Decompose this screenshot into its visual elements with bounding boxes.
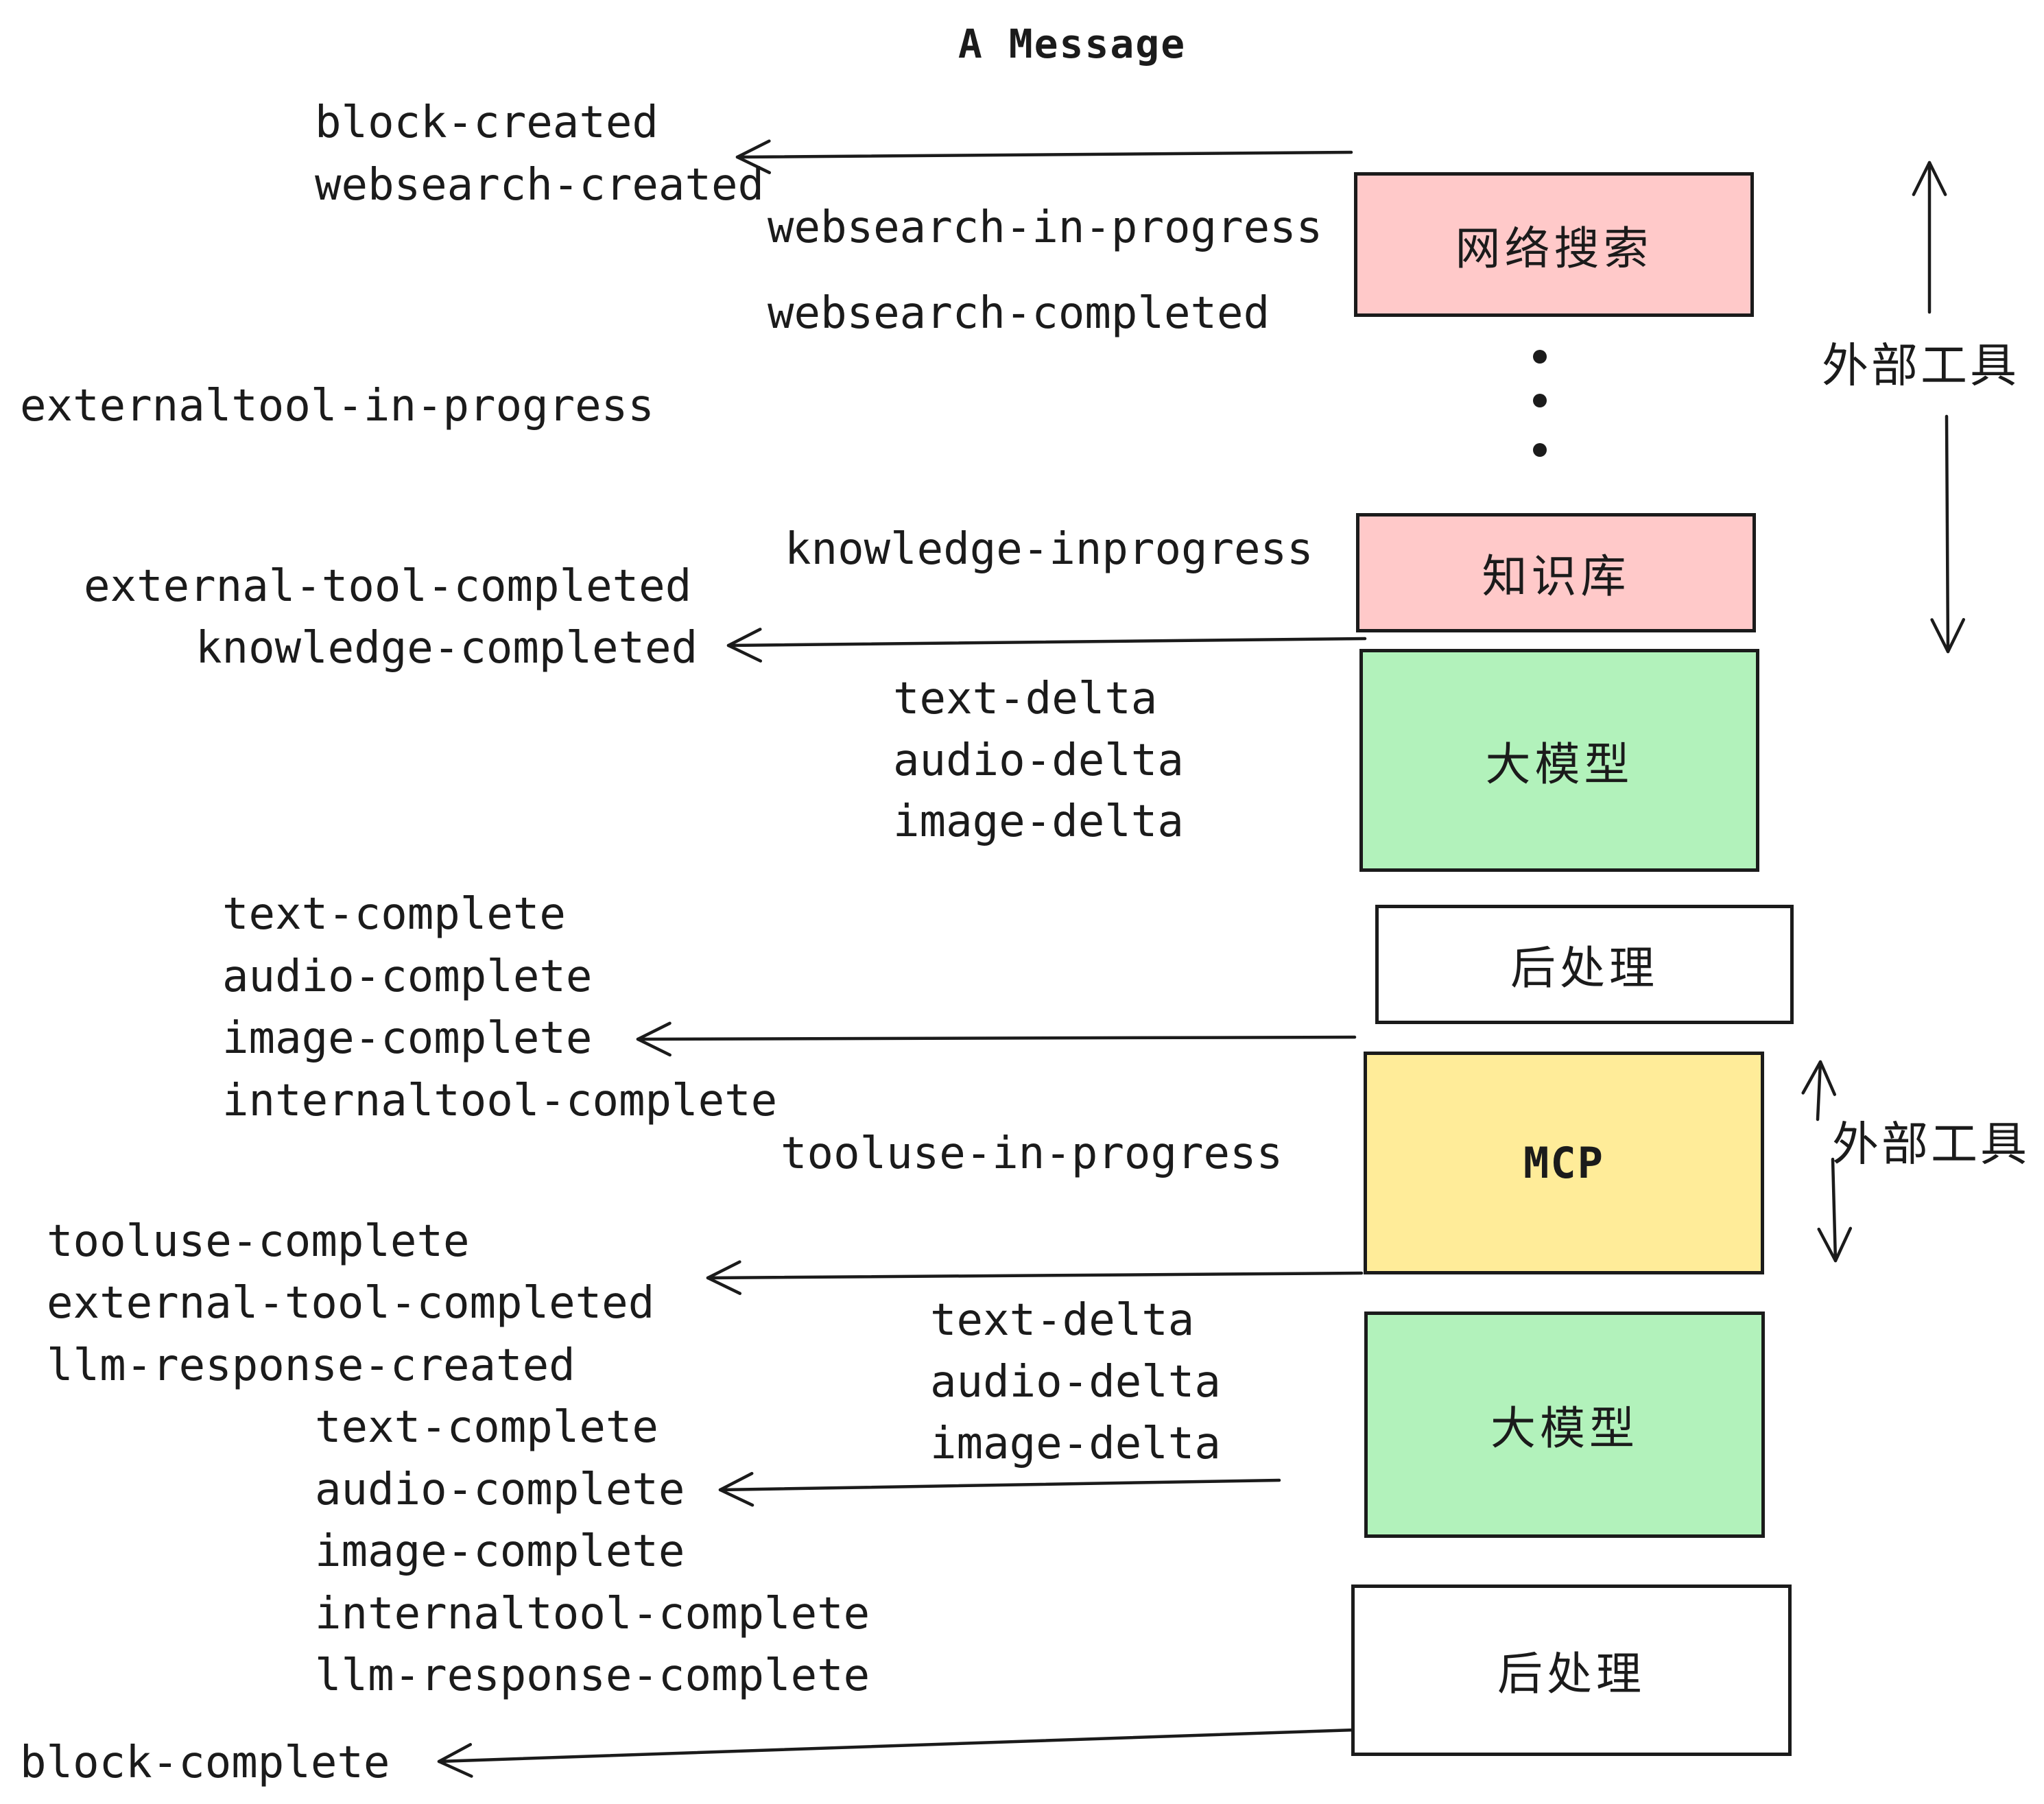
ellipsis-dot-1 bbox=[1533, 350, 1547, 364]
event-llm-response-created: llm-response-created bbox=[47, 1340, 575, 1391]
event-knowledge-completed: knowledge-completed bbox=[195, 623, 698, 674]
node-llm-1: 大模型 bbox=[1359, 649, 1759, 872]
ellipsis-dot-3 bbox=[1533, 443, 1547, 457]
arrow-external-tools-2-up bbox=[1816, 1060, 1822, 1121]
event-text-complete-1: text-complete bbox=[222, 889, 566, 940]
event-image-complete-1: image-complete bbox=[222, 1013, 593, 1064]
event-websearch-completed: websearch-completed bbox=[768, 288, 1270, 339]
event-audio-complete-1: audio-complete bbox=[222, 951, 593, 1002]
event-internaltool-complete-2: internaltool-complete bbox=[315, 1589, 870, 1639]
event-websearch-created: websearch-created bbox=[315, 160, 765, 211]
event-external-tool-completed-2: external-tool-completed bbox=[47, 1278, 655, 1329]
event-internaltool-complete-1: internaltool-complete bbox=[222, 1076, 778, 1126]
arrow-to-image-complete bbox=[636, 1035, 1357, 1041]
event-knowledge-inprogress: knowledge-inprogress bbox=[785, 524, 1314, 575]
event-block-complete: block-complete bbox=[20, 1737, 390, 1788]
arrow-to-block-created bbox=[735, 150, 1353, 159]
node-label-websearch: 网络搜索 bbox=[1455, 222, 1653, 274]
side-label-external-tools-1: 外部工具 bbox=[1821, 340, 2020, 392]
node-mcp: MCP bbox=[1364, 1052, 1764, 1274]
page-title: A Message bbox=[958, 21, 1187, 67]
event-text-delta-2: text-delta bbox=[930, 1295, 1195, 1346]
node-label-llm-2: 大模型 bbox=[1490, 1403, 1639, 1453]
arrow-external-tools-2-down-head bbox=[1817, 1226, 1853, 1263]
event-image-delta-1: image-delta bbox=[893, 796, 1184, 847]
arrow-to-image-complete-head bbox=[636, 1021, 672, 1057]
arrow-to-tooluse-complete-head bbox=[706, 1260, 742, 1295]
event-audio-delta-1: audio-delta bbox=[893, 735, 1184, 786]
ellipsis-dot-2 bbox=[1533, 394, 1547, 407]
arrow-external-tools-2-up-head bbox=[1801, 1060, 1837, 1096]
node-label-llm-1: 大模型 bbox=[1485, 738, 1634, 790]
event-audio-delta-2: audio-delta bbox=[930, 1357, 1221, 1408]
arrow-to-audio-complete bbox=[718, 1478, 1281, 1492]
arrow-to-knowledge-completed bbox=[726, 637, 1367, 648]
arrow-external-tools-1-down bbox=[1945, 414, 1950, 654]
event-tooluse-complete: tooluse-complete bbox=[47, 1216, 470, 1267]
arrow-to-block-complete-head bbox=[437, 1743, 473, 1778]
arrow-to-block-complete bbox=[437, 1728, 1357, 1764]
arrow-to-audio-complete-head bbox=[718, 1471, 754, 1507]
node-llm-2: 大模型 bbox=[1364, 1312, 1765, 1538]
event-llm-response-complete: llm-response-complete bbox=[315, 1650, 870, 1701]
arrow-external-tools-2-down bbox=[1831, 1157, 1838, 1263]
arrow-to-tooluse-complete bbox=[706, 1271, 1364, 1280]
event-externaltool-in-progress: externaltool-in-progress bbox=[20, 381, 654, 431]
node-label-postprocess-1: 后处理 bbox=[1510, 942, 1659, 993]
event-image-delta-2: image-delta bbox=[930, 1419, 1221, 1469]
node-postprocess-2: 后处理 bbox=[1351, 1585, 1792, 1756]
arrow-external-tools-1-up-head bbox=[1912, 161, 1947, 196]
node-label-mcp: MCP bbox=[1523, 1138, 1604, 1188]
event-audio-complete-2: audio-complete bbox=[315, 1464, 685, 1515]
event-text-delta-1: text-delta bbox=[893, 674, 1158, 724]
event-external-tool-completed-1: external-tool-completed bbox=[84, 561, 692, 612]
arrow-to-knowledge-completed-head bbox=[726, 628, 763, 663]
node-label-knowledge: 知识库 bbox=[1482, 551, 1630, 602]
node-knowledge: 知识库 bbox=[1356, 513, 1756, 632]
node-websearch: 网络搜索 bbox=[1354, 172, 1754, 317]
event-block-created: block-created bbox=[315, 97, 658, 148]
side-label-external-tools-2: 外部工具 bbox=[1831, 1118, 2030, 1171]
arrow-external-tools-1-down-head bbox=[1930, 618, 1966, 654]
event-tooluse-in-progress: tooluse-in-progress bbox=[781, 1128, 1283, 1179]
node-postprocess-1: 后处理 bbox=[1375, 905, 1794, 1024]
event-text-complete-2: text-complete bbox=[315, 1402, 658, 1453]
event-websearch-in-progress: websearch-in-progress bbox=[768, 202, 1323, 253]
event-image-complete-2: image-complete bbox=[315, 1526, 685, 1577]
node-label-postprocess-2: 后处理 bbox=[1497, 1648, 1645, 1699]
